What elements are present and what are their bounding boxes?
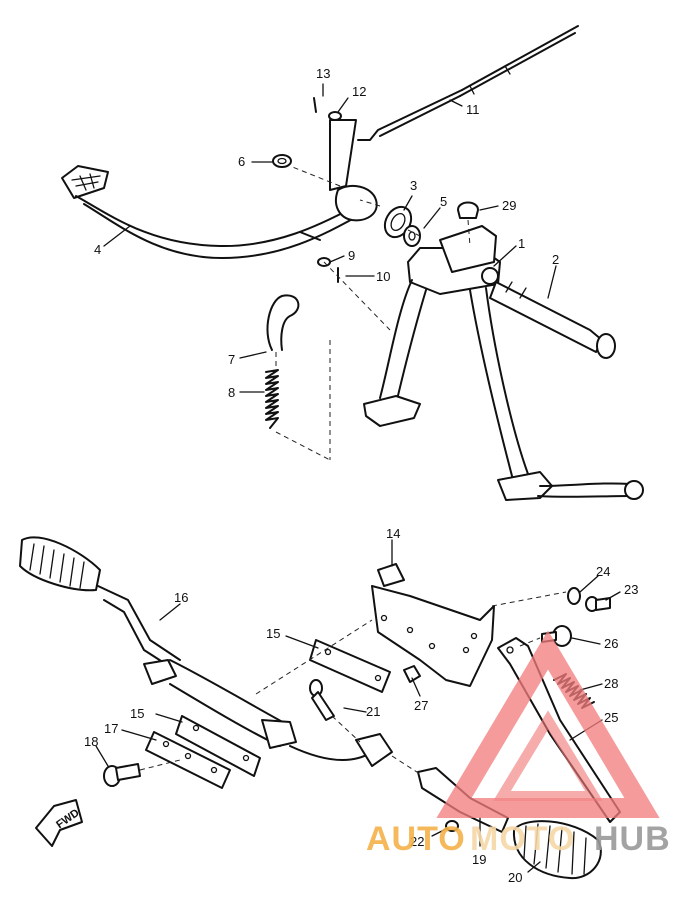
washer-part-22 xyxy=(445,820,459,832)
callout-9: 9 xyxy=(348,248,355,263)
washer-part-24 xyxy=(567,587,581,605)
callout-27: 27 xyxy=(414,698,428,713)
callout-10: 10 xyxy=(376,269,390,284)
assembly-guide-lines-lower xyxy=(139,591,567,775)
callout-20: 20 xyxy=(508,870,522,885)
washer-part-12 xyxy=(328,111,342,121)
callout-labels: 13 12 11 6 3 5 29 4 1 9 2 10 7 8 14 24 1… xyxy=(84,66,638,885)
forward-direction-arrow-icon: FWD xyxy=(35,799,83,847)
main-stand-part-1 xyxy=(363,225,644,501)
callout-28: 28 xyxy=(604,676,618,691)
callout-29: 29 xyxy=(502,198,516,213)
cap-part-29 xyxy=(457,201,479,219)
watermark-logo: AUTO MOTO HUB xyxy=(366,630,671,858)
hook-part-7 xyxy=(266,294,300,351)
plate-part-17 xyxy=(145,731,231,789)
assembly-guide-lines-upper xyxy=(275,165,471,461)
callout-14: 14 xyxy=(386,526,400,541)
callout-16: 16 xyxy=(174,590,188,605)
callout-12: 12 xyxy=(352,84,366,99)
callout-22: 22 xyxy=(410,834,424,849)
callout-5: 5 xyxy=(440,194,447,209)
callout-15-upper: 15 xyxy=(266,626,280,641)
callout-13: 13 xyxy=(316,66,330,81)
footrest-bar-part-16 xyxy=(19,536,393,767)
callout-3: 3 xyxy=(410,178,417,193)
callout-15-lower: 15 xyxy=(130,706,144,721)
watermark-triangle-icon xyxy=(436,630,660,818)
washer-part-5 xyxy=(403,225,421,247)
spring-part-8 xyxy=(265,369,279,429)
pin-part-13 xyxy=(313,97,317,113)
footrest-rubber-part-20 xyxy=(512,820,602,880)
callout-1: 1 xyxy=(518,236,525,251)
pin-part-26 xyxy=(541,625,572,647)
bolt-part-23 xyxy=(585,596,611,612)
callout-6: 6 xyxy=(238,154,245,169)
callout-24: 24 xyxy=(596,564,610,579)
callout-25: 25 xyxy=(604,710,618,725)
pivot-shaft-part-2 xyxy=(481,267,616,359)
watermark-text-auto: AUTO xyxy=(366,820,466,858)
nut-part-27 xyxy=(403,665,421,683)
watermark-text-moto: MOTO xyxy=(470,820,575,858)
callout-21: 21 xyxy=(366,704,380,719)
bolt-part-18 xyxy=(103,763,141,787)
bracket-part-14 xyxy=(371,563,495,687)
shift-rod-part-11 xyxy=(357,25,579,141)
callout-26: 26 xyxy=(604,636,618,651)
plate-part-15-lower xyxy=(175,715,261,777)
callout-18: 18 xyxy=(84,734,98,749)
plate-part-15-upper xyxy=(309,639,391,693)
watermark-text-hub: HUB xyxy=(594,820,671,858)
callout-2: 2 xyxy=(552,252,559,267)
brake-pedal-part-4 xyxy=(61,119,378,259)
callout-4: 4 xyxy=(94,242,101,257)
bolt-part-21 xyxy=(309,679,335,721)
callout-17: 17 xyxy=(104,721,118,736)
callout-19: 19 xyxy=(472,852,486,867)
callout-8: 8 xyxy=(228,385,235,400)
washer-part-6 xyxy=(272,154,292,168)
callout-23: 23 xyxy=(624,582,638,597)
callout-11: 11 xyxy=(466,102,480,117)
callout-7: 7 xyxy=(228,352,235,367)
